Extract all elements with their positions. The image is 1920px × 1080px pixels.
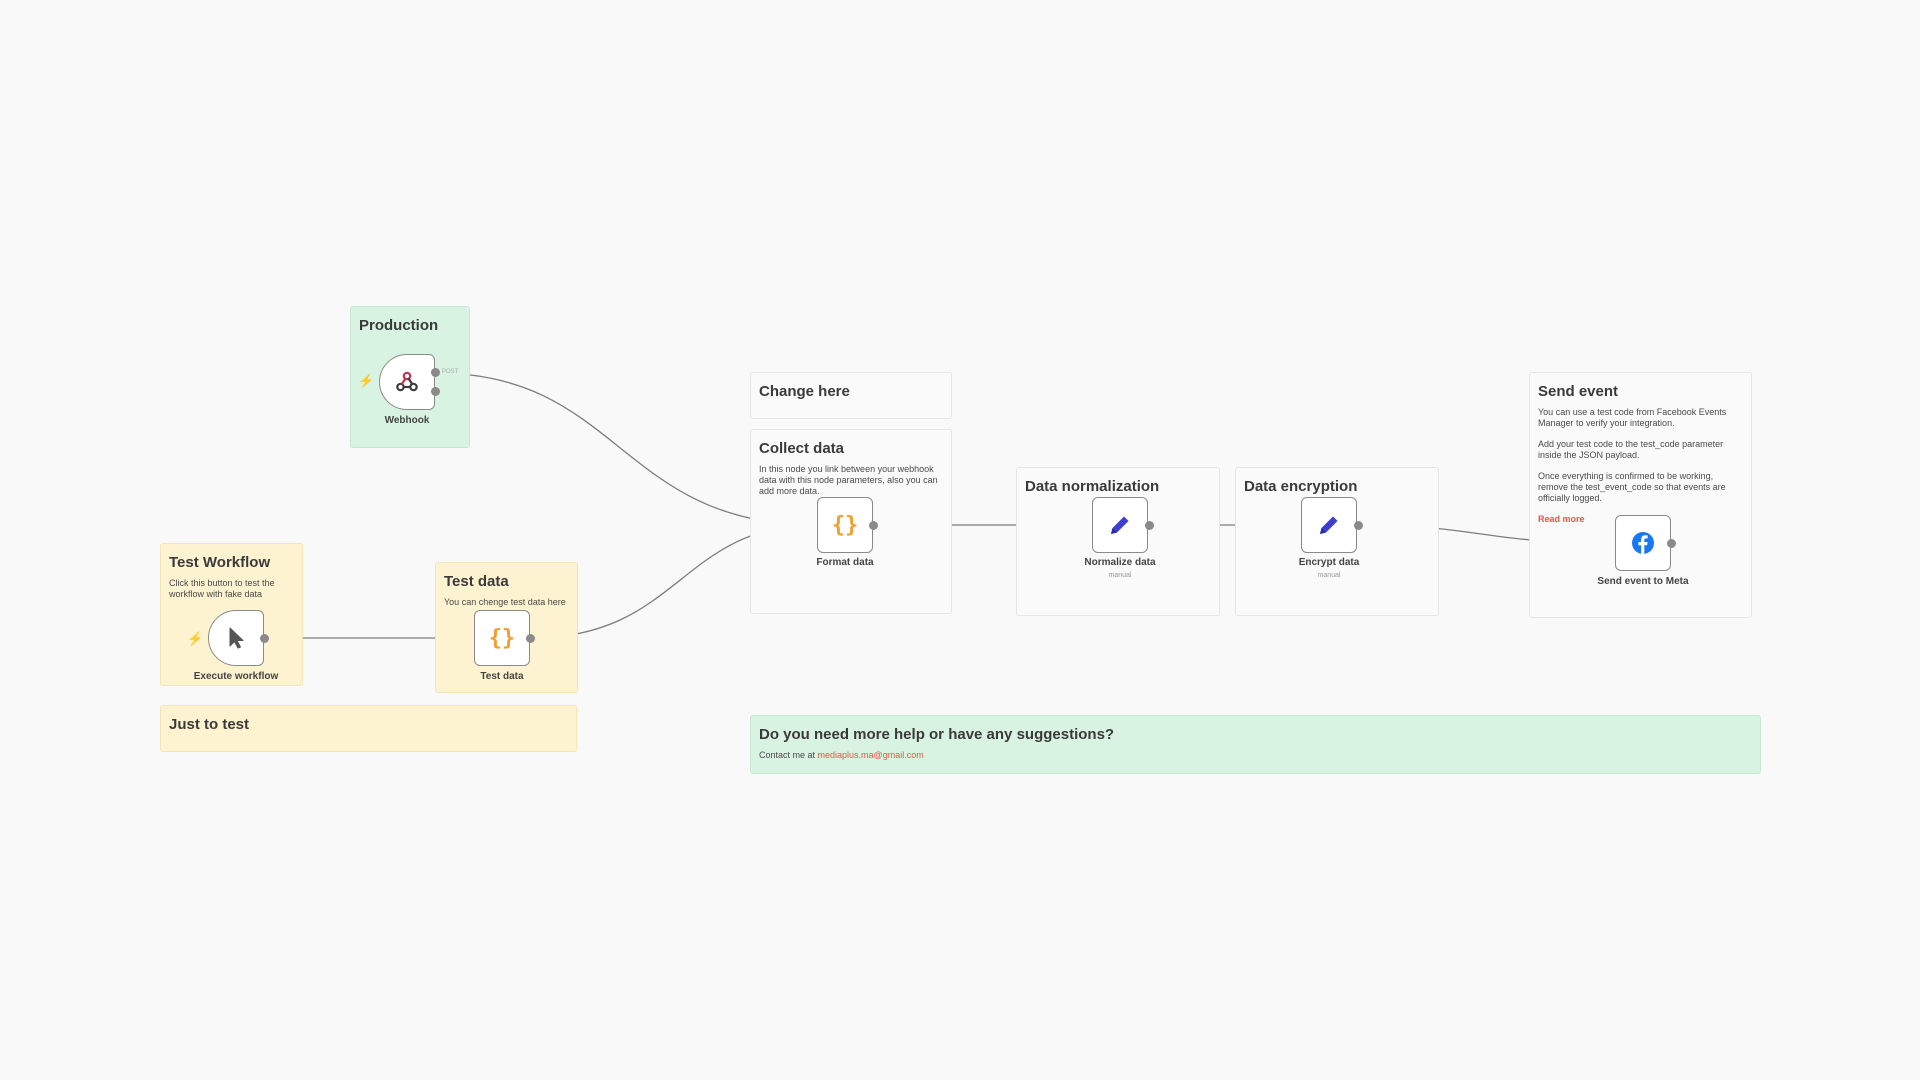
node-encrypt-data[interactable]: [1301, 497, 1357, 553]
sticky-data-normalization[interactable]: Data normalization: [1016, 467, 1220, 616]
output-port[interactable]: [869, 521, 878, 530]
port-label: POST: [442, 369, 459, 375]
output-port[interactable]: [526, 634, 535, 643]
webhook-icon: [396, 371, 418, 392]
sticky-body: In this node you link between your webho…: [759, 464, 938, 496]
facebook-icon: [1632, 532, 1654, 554]
sticky-just-to-test[interactable]: Just to test: [160, 705, 577, 752]
trigger-bolt-icon: ⚡: [358, 373, 375, 388]
node-subtitle: manual: [1317, 572, 1341, 579]
sticky-title: Do you need more help or have any sugges…: [759, 726, 1115, 743]
sticky-title: Collect data: [759, 440, 845, 457]
sticky-paragraph: Once everything is confirmed to be worki…: [1538, 471, 1726, 503]
output-port[interactable]: [1354, 521, 1363, 530]
node-label: Encrypt data: [1298, 557, 1360, 568]
sticky-title: Send event: [1538, 383, 1619, 400]
cursor-icon: [229, 627, 244, 649]
sticky-paragraph: You can use a test code from Facebook Ev…: [1538, 407, 1727, 428]
node-webhook[interactable]: [379, 354, 435, 410]
node-format-data[interactable]: {}: [817, 497, 873, 553]
pencil-icon: [1111, 516, 1129, 534]
trigger-bolt-icon: ⚡: [187, 631, 204, 646]
node-subtitle: manual: [1108, 572, 1132, 579]
node-label: Execute workflow: [193, 671, 279, 682]
node-label: Send event to Meta: [1597, 576, 1689, 587]
node-label: Normalize data: [1084, 557, 1156, 568]
email-link[interactable]: mediaplus.ma@gmail.com: [817, 750, 924, 760]
node-execute-workflow[interactable]: [208, 610, 264, 666]
node-label: Webhook: [384, 415, 430, 426]
sticky-body: Click this button to test the workflow w…: [169, 578, 275, 599]
sticky-body: Contact me at mediaplus.ma@gmail.com: [759, 750, 1752, 761]
sticky-change-here[interactable]: Change here: [750, 372, 952, 419]
sticky-title: Production: [359, 317, 439, 334]
sticky-title: Data encryption: [1244, 478, 1358, 495]
output-port[interactable]: [431, 387, 440, 396]
sticky-title: Change here: [759, 383, 850, 400]
node-test-data[interactable]: {}: [474, 610, 530, 666]
node-send-event-to-meta[interactable]: [1615, 515, 1671, 571]
pencil-icon: [1320, 516, 1338, 534]
output-port[interactable]: [431, 368, 440, 377]
sticky-title: Test data: [444, 573, 509, 590]
sticky-help[interactable]: Do you need more help or have any sugges…: [750, 715, 1761, 774]
node-normalize-data[interactable]: [1092, 497, 1148, 553]
braces-icon: {}: [831, 512, 859, 538]
sticky-body: You can use a test code from Facebook Ev…: [1538, 407, 1743, 525]
braces-icon: {}: [488, 625, 516, 651]
sticky-title: Just to test: [169, 716, 250, 733]
read-more-link[interactable]: Read more: [1538, 514, 1585, 524]
sticky-send-event[interactable]: Send event You can use a test code from …: [1529, 372, 1752, 618]
output-port[interactable]: [1145, 521, 1154, 530]
output-port[interactable]: [260, 634, 269, 643]
sticky-title: Test Workflow: [169, 554, 271, 571]
node-label: Test data: [480, 671, 524, 682]
output-port[interactable]: [1667, 539, 1676, 548]
sticky-paragraph: Add your test code to the test_code para…: [1538, 439, 1724, 460]
sticky-title: Data normalization: [1025, 478, 1160, 495]
node-label: Format data: [816, 557, 874, 568]
contact-text: Contact me at: [759, 750, 818, 760]
sticky-body: You can chenge test data here: [444, 597, 566, 607]
